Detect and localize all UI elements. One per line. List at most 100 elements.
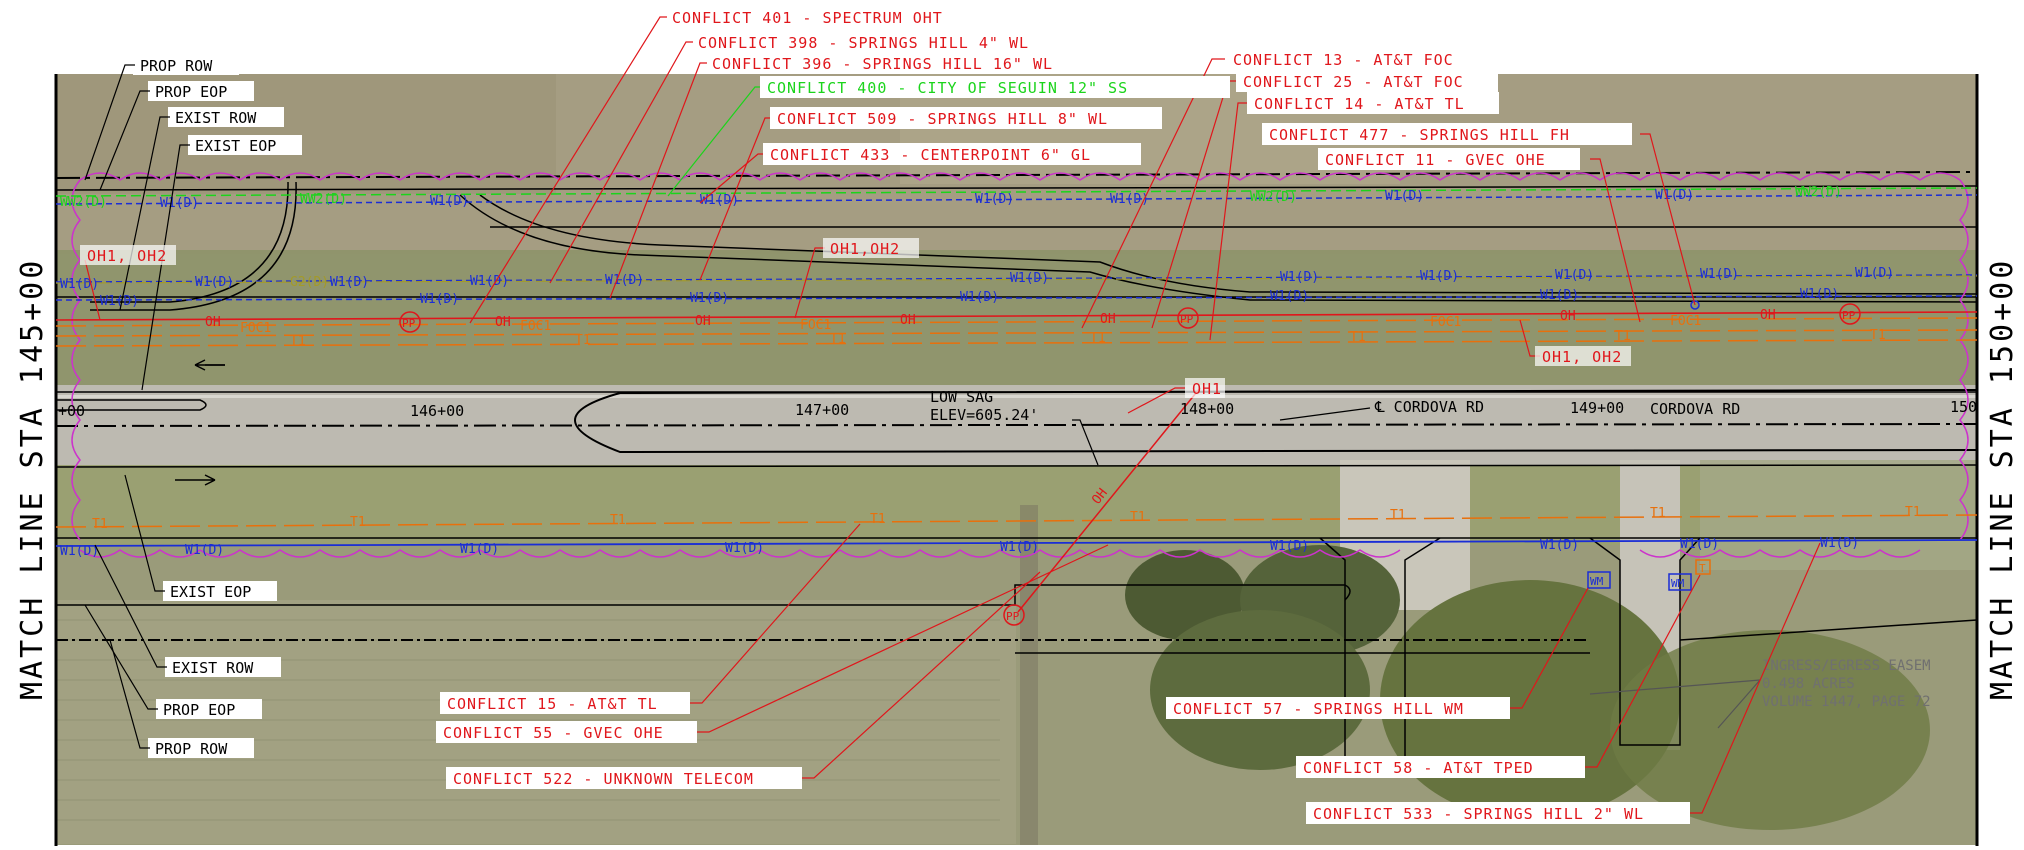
w1d-tag: W1(D)	[1270, 539, 1309, 554]
conflict-401-label[interactable]: CONFLICT 401 - SPECTRUM OHT	[667, 6, 987, 28]
prop-row-label: PROP ROW	[140, 57, 213, 75]
w1d-tag: W1(D)	[430, 194, 469, 209]
svg-text:CONFLICT 57 - SPRINGS HILL WM: CONFLICT 57 - SPRINGS HILL WM	[1173, 700, 1464, 718]
w1d-tag: W1(D)	[1000, 540, 1039, 555]
oh1-callout: OH1	[1192, 380, 1222, 398]
low-sag-label: LOW SAG	[930, 388, 993, 406]
t1-tag: T1	[1905, 505, 1921, 520]
oh1-oh2-callout: OH1,OH2	[830, 240, 900, 258]
svg-text:CONFLICT 396 - SPRINGS HILL 16: CONFLICT 396 - SPRINGS HILL 16" WL	[712, 55, 1053, 73]
oh-tag: OH	[900, 313, 916, 328]
conflict-58-label[interactable]: CONFLICT 58 - AT&T TPED	[1296, 756, 1585, 778]
aerial-background	[56, 74, 1977, 845]
easement-leaders	[1589, 679, 1761, 729]
t1-tag: T1	[290, 334, 306, 349]
conflict-433-label[interactable]: CONFLICT 433 - CENTERPOINT 6" GL	[763, 143, 1141, 165]
w1d-tag: W1(D)	[1385, 189, 1424, 204]
exist-row-label: EXIST ROW	[172, 659, 254, 677]
conflict-477-label[interactable]: CONFLICT 477 - SPRINGS HILL FH	[1262, 123, 1632, 145]
conflict-55-label[interactable]: CONFLICT 55 - GVEC OHE	[436, 721, 697, 743]
svg-text:CONFLICT 11 - GVEC OHE: CONFLICT 11 - GVEC OHE	[1325, 151, 1546, 169]
oh-tag: OH	[1760, 308, 1776, 323]
foc1-tag: FOC1	[800, 318, 831, 333]
prop-eop-label: PROP EOP	[155, 83, 227, 101]
w1d-tag: W1(D)	[160, 196, 199, 211]
t1-tag: T1	[830, 332, 846, 347]
row-labels-top: PROP ROW PROP EOP EXIST ROW EXIST EOP	[133, 55, 302, 155]
station-label: 148+00	[1180, 400, 1234, 418]
oh-tag: OH	[205, 315, 221, 330]
water-meter-icon	[1668, 573, 1692, 591]
w1d-tag: W1(D)	[725, 541, 764, 556]
road-name-label: CORDOVA RD	[1650, 400, 1740, 418]
w1d-tag: W1(D)	[1555, 268, 1594, 283]
stationing: +00 146+00 147+00 148+00 149+00 150 ℄ CO…	[58, 388, 1977, 424]
exist-row-label: EXIST ROW	[175, 109, 257, 127]
ww2-tag: WW2(D)	[1250, 190, 1297, 205]
conflict-14-label[interactable]: CONFLICT 14 - AT&T TL	[1247, 92, 1499, 114]
conflict-leaders	[84, 16, 1821, 814]
conflict-522-label[interactable]: CONFLICT 522 - UNKNOWN TELECOM	[446, 767, 802, 789]
conflict-25-label[interactable]: CONFLICT 25 - AT&T FOC	[1236, 70, 1498, 92]
w1d-tag: W1(D)	[1270, 289, 1309, 304]
w1d-tag: W1(D)	[1110, 192, 1149, 207]
w1d-tag: W1(D)	[1855, 266, 1894, 281]
w1d-tag: W1(D)	[975, 192, 1014, 207]
fire-hydrant-icon	[1690, 300, 1700, 310]
power-pole-icon	[1003, 604, 1025, 626]
w1d-tag: W1(D)	[60, 544, 99, 559]
svg-text:CONFLICT 477 - SPRINGS HILL FH: CONFLICT 477 - SPRINGS HILL FH	[1269, 126, 1570, 144]
conflict-57-label[interactable]: CONFLICT 57 - SPRINGS HILL WM	[1166, 697, 1510, 719]
foc1-tag: FOC1	[1670, 314, 1701, 329]
w1d-tag: W1(D)	[1700, 267, 1739, 282]
station-label: +00	[58, 402, 85, 420]
t1-tag: T1	[870, 512, 886, 527]
w1d-tag: W1(D)	[1280, 270, 1319, 285]
oh1-oh2-callout: OH1, OH2	[1542, 348, 1622, 366]
oh-tag: OH	[495, 315, 511, 330]
svg-text:CONFLICT 14 - AT&T TL: CONFLICT 14 - AT&T TL	[1254, 95, 1465, 113]
tped-tag: T	[1699, 562, 1706, 575]
road-centerline-label: ℄ CORDOVA RD	[1374, 398, 1484, 416]
prop-row-label: PROP ROW	[155, 740, 228, 758]
t1-tag: T1	[1650, 506, 1666, 521]
g2-tag: G2(D)	[290, 275, 329, 290]
conflict-398-label[interactable]: CONFLICT 398 - SPRINGS HILL 4" WL	[693, 31, 1085, 53]
w1d-tag: W1(D)	[700, 193, 739, 208]
foc1-tag: FOC1	[1430, 315, 1461, 330]
t1-tag: T1	[92, 517, 108, 532]
pp-tag: PP	[1180, 313, 1194, 326]
oh-tag: OH	[1100, 312, 1116, 327]
w1d-tag: W1(D)	[100, 294, 139, 309]
conflict-509-label[interactable]: CONFLICT 509 - SPRINGS HILL 8" WL	[770, 107, 1162, 129]
station-label: 150	[1950, 398, 1977, 416]
ww2-tag: WW2(D)	[60, 195, 107, 210]
conflict-13-label[interactable]: CONFLICT 13 - AT&T FOC	[1226, 48, 1488, 70]
w1d-tag: W1(D)	[420, 292, 459, 307]
conflict-11-label[interactable]: CONFLICT 11 - GVEC OHE	[1318, 148, 1580, 170]
w1d-tag: W1(D)	[1010, 271, 1049, 286]
t1-tag: T1	[575, 333, 591, 348]
station-label: 147+00	[795, 401, 849, 419]
conflict-400-label[interactable]: CONFLICT 400 - CITY OF SEGUIN 12" SS	[760, 76, 1230, 98]
match-line-right: MATCH LINE STA 150+00	[1985, 258, 2020, 700]
conflict-396-label[interactable]: CONFLICT 396 - SPRINGS HILL 16" WL	[707, 52, 1115, 74]
pp-tag: PP	[1842, 309, 1856, 322]
match-line-left: MATCH LINE STA 145+00	[15, 258, 50, 700]
easement-line3: VOLUME 1447, PAGE 72	[1762, 694, 1931, 710]
w1d-tag: W1(D)	[1820, 536, 1859, 551]
oh-tag: OH	[695, 314, 711, 329]
t1-tag: T1	[1870, 328, 1886, 343]
conflict-labels-bottom: CONFLICT 15 - AT&T TL CONFLICT 55 - GVEC…	[436, 692, 1690, 824]
power-pole-icon	[399, 311, 421, 333]
conflict-15-label[interactable]: CONFLICT 15 - AT&T TL	[440, 692, 690, 714]
ww2-tag: WW2(D)	[1795, 185, 1842, 200]
utility-tags: WW2(D) W1(D) WW2(D) W1(D) W1(D) W1(D) W1…	[60, 185, 1921, 559]
conflict-labels-top: CONFLICT 401 - SPECTRUM OHT CONFLICT 398…	[667, 6, 1632, 170]
pp-tag: PP	[1006, 610, 1020, 623]
svg-text:CONFLICT 55 - GVEC OHE: CONFLICT 55 - GVEC OHE	[443, 724, 664, 742]
conflict-533-label[interactable]: CONFLICT 533 - SPRINGS HILL 2" WL	[1306, 802, 1690, 824]
exist-eop-label: EXIST EOP	[170, 583, 251, 601]
w1d-tag: W1(D)	[605, 273, 644, 288]
